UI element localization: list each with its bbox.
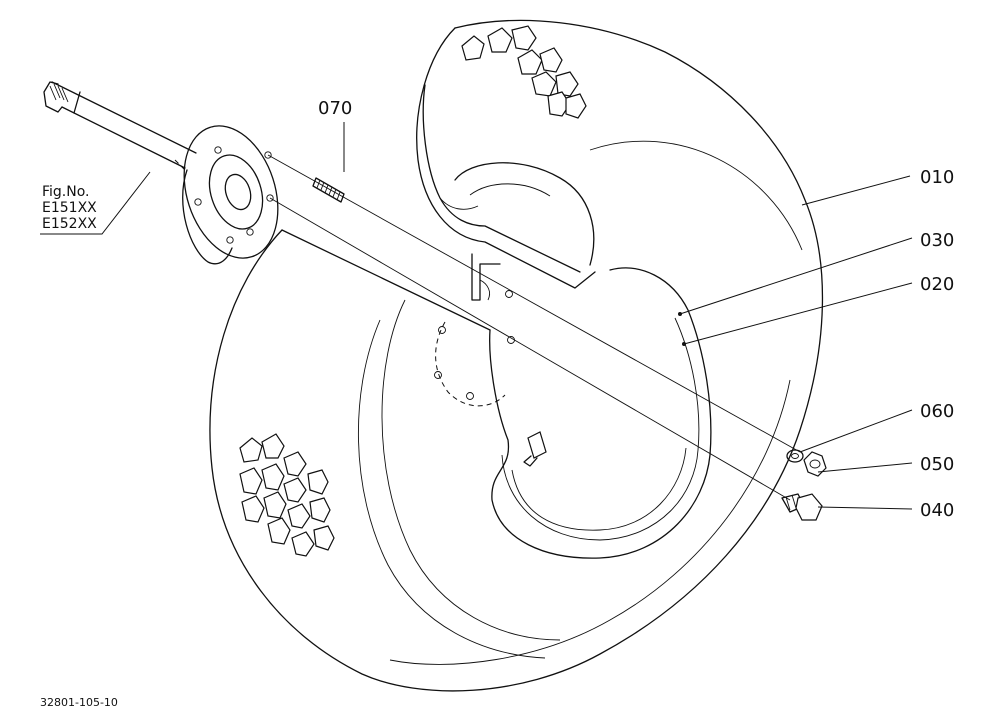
axle-shaft (43, 81, 197, 169)
drawing-code: 32801-105-10 (40, 696, 118, 709)
callout-010: 010 (920, 167, 954, 188)
callout-050: 050 (920, 454, 954, 475)
figure-ref-line1: E151XX (42, 200, 97, 216)
stud-bolt (312, 177, 345, 203)
assembly-axis-lines (267, 154, 801, 501)
callout-070: 070 (318, 98, 352, 119)
tire-cutaway-section (416, 25, 596, 301)
tire (209, 19, 824, 692)
callout-060: 060 (920, 401, 954, 422)
callout-020: 020 (920, 274, 954, 295)
figure-ref-title: Fig.No. (42, 184, 90, 200)
callout-030: 030 (920, 230, 954, 251)
hex-bolt (781, 493, 823, 521)
tread-lugs (239, 433, 335, 557)
hub-flange (174, 125, 279, 265)
figure-ref-line2: E152XX (42, 216, 97, 232)
callout-040: 040 (920, 500, 954, 521)
lock-washer (786, 449, 804, 463)
callout-leaders (40, 122, 913, 510)
hex-nut (803, 451, 827, 477)
